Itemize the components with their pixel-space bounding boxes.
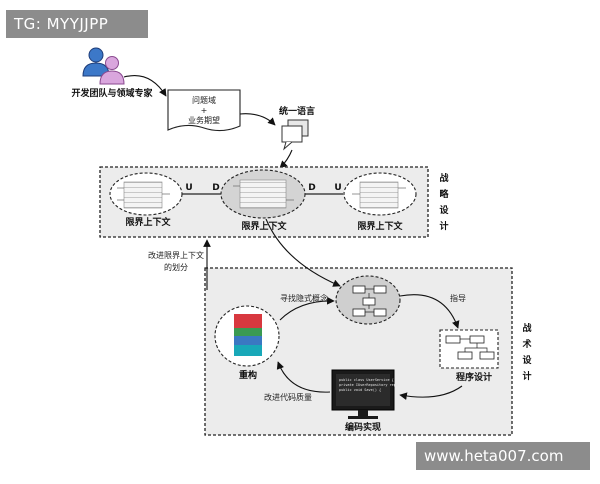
code-line-3: public void Save() { xyxy=(339,388,381,392)
improve-quality-label: 改进代码质量 xyxy=(264,392,312,402)
refactor-layer-blue xyxy=(234,336,262,345)
relation-1-right: D xyxy=(212,183,219,193)
code-line-2: private IUserRepository repo; xyxy=(339,383,400,387)
strategic-label-char-3: 设 xyxy=(439,204,449,216)
refactor-layer-green xyxy=(234,328,262,336)
bounded-context-1 xyxy=(109,172,183,216)
arrow-language-to-strategic xyxy=(279,149,293,169)
relation-1-left: U xyxy=(185,183,192,193)
arrow-context-to-concepts xyxy=(265,218,341,287)
strategic-label-char-2: 略 xyxy=(439,188,449,200)
arrow-concepts-to-design xyxy=(399,294,460,329)
arrow-refactor-to-concepts xyxy=(279,296,335,321)
tactical-label-char-3: 设 xyxy=(522,354,532,366)
strategic-label-char-4: 计 xyxy=(439,220,448,232)
context-label-2: 限界上下文 xyxy=(241,220,287,232)
problem-box-line1: 问题域 xyxy=(192,95,216,105)
relation-2-right: U xyxy=(334,183,341,193)
implicit-concepts-model xyxy=(335,275,401,325)
refactor-stack xyxy=(214,305,280,367)
program-design-label: 程序设计 xyxy=(456,371,492,383)
watermark-bottom-right: www.heta007.com xyxy=(416,442,590,470)
watermark-top-left: TG: MYYJJPP xyxy=(6,10,148,38)
context-label-1: 限界上下文 xyxy=(125,216,171,228)
monitor-icon: public class UserService { private IUser… xyxy=(331,369,400,419)
arrow-problem-to-language xyxy=(239,113,276,126)
speech-bubble-icon xyxy=(281,119,309,151)
improve-context-line2: 的划分 xyxy=(164,262,188,272)
problem-box-line3: 业务期望 xyxy=(188,115,220,125)
experts-label: 开发团队与领域专家 xyxy=(71,87,153,99)
document-icon xyxy=(167,89,241,132)
program-design-diagram xyxy=(439,329,499,369)
bounded-context-2 xyxy=(220,169,306,219)
bounded-context-3 xyxy=(343,172,417,216)
user-icon xyxy=(82,47,125,85)
tactical-label-char-2: 术 xyxy=(521,338,531,350)
coding-label: 编码实现 xyxy=(345,421,381,433)
refactor-layer-red xyxy=(234,314,262,328)
improve-context-line1: 改进限界上下文 xyxy=(148,250,204,260)
problem-box-line2: + xyxy=(201,106,208,115)
code-line-1: public class UserService { xyxy=(339,378,394,382)
find-concepts-label: 寻找隐式概念 xyxy=(280,293,328,303)
refactor-layer-teal xyxy=(234,345,262,356)
tactical-label-char-1: 战 xyxy=(522,322,531,334)
language-label: 统一语言 xyxy=(279,105,315,117)
guide-label: 指导 xyxy=(450,293,466,303)
strategic-label-char-1: 战 xyxy=(439,172,448,184)
refactor-label: 重构 xyxy=(239,369,257,381)
context-label-3: 限界上下文 xyxy=(357,220,403,232)
arrow-coding-to-refactor xyxy=(276,361,331,393)
arrow-design-to-coding xyxy=(399,385,463,400)
relation-2-left: D xyxy=(308,183,315,193)
arrow-experts-to-problem xyxy=(123,75,167,97)
tactical-label-char-4: 计 xyxy=(522,370,531,382)
